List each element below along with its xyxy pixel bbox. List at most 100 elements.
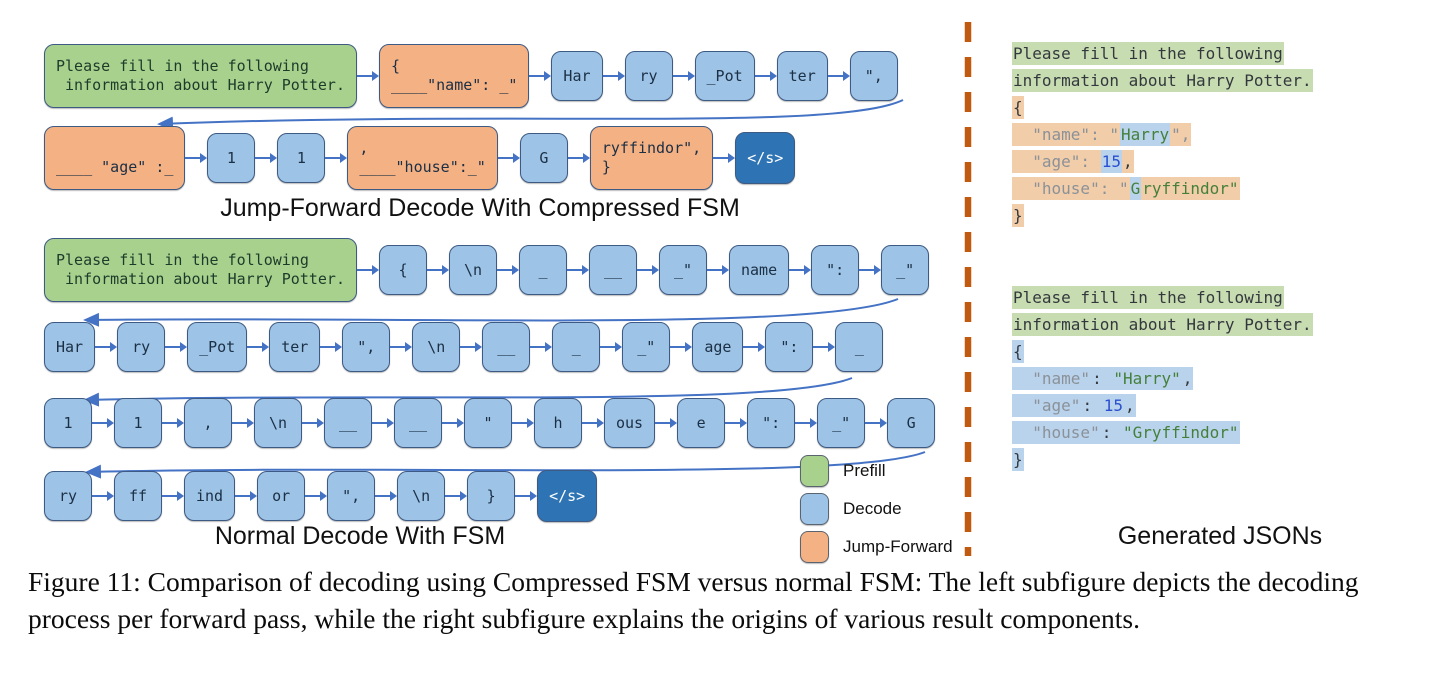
arrow-icon [713,152,736,164]
arrow-icon [515,490,538,502]
token-box: _ [552,322,601,372]
legend-label: Jump-Forward [843,537,953,556]
arrow-icon [865,417,888,429]
right-caption: Generated JSONs [1117,522,1323,550]
json-segment: "Harry" [1112,367,1182,390]
token-box: _" [658,245,707,295]
json-segment: , [1123,394,1136,417]
json-segment: : [1091,367,1113,390]
json-segment: Harry [1119,123,1171,146]
json-segment: "name": " [1012,123,1120,146]
token-box: \n [448,245,497,295]
token-box: </s> [537,470,598,522]
token-box: ": [765,322,814,372]
json-line: { [1012,94,1313,121]
token-box: 1 [277,133,326,183]
arrow-icon [442,417,464,429]
token-box: </s> [735,132,796,184]
token-box: 1 [114,398,162,448]
token-box: _Pot [694,51,755,101]
arrow-icon [529,70,552,82]
figure-caption: Figure 11: Comparison of decoding using … [28,566,1359,634]
arrow-icon [754,70,777,82]
token-box: ind [184,471,236,521]
json-segment: G [1129,177,1142,200]
json-segment: { [1012,96,1024,119]
arrow-icon [356,264,379,276]
token-box: age [692,322,744,372]
token-box: _ [835,322,884,372]
arrow-icon [445,490,468,502]
legend-swatch [800,493,829,525]
arrow-icon [743,341,766,353]
token-box: , ____"house":_" [347,126,498,190]
arrow-icon [305,490,328,502]
arrow-icon [827,70,850,82]
arrow-icon [567,152,590,164]
json-line: Please fill in the following [1012,284,1313,311]
arrow-icon [95,341,118,353]
token-box: ry [117,322,166,372]
token-box: ry [44,471,92,521]
token-box: Har [44,322,96,372]
token-box: h [534,398,582,448]
token-box: __ [324,398,372,448]
json-line: information about Harry Potter. [1012,67,1313,94]
token-box: Please fill in the following information… [44,44,357,108]
arrow-icon [813,341,836,353]
json-line: "name": "Harry", [1012,365,1313,392]
token-box: ____ "age" :_ [44,126,186,190]
token-box: ", [327,471,376,521]
arrow-icon [706,264,729,276]
arrow-icon [426,264,449,276]
json-segment: "name" [1012,367,1092,390]
arrow-icon [162,417,184,429]
arrow-icon [582,417,604,429]
compressed-row-1: Please fill in the following information… [44,44,898,108]
json-line: } [1012,202,1313,229]
arrow-icon [390,341,413,353]
token-box: 1 [44,398,92,448]
token-box: ter [776,51,828,101]
json-line: "age": 15, [1012,148,1313,175]
arrow-icon [247,341,270,353]
token-box: _" [622,322,671,372]
json-line: { [1012,338,1313,365]
token-box: { ____"name": _" [378,44,530,108]
token-box: ff [114,471,162,521]
arrow-icon [320,341,343,353]
token-box: { [378,245,427,295]
token-box: G [887,398,936,448]
token-box: ": [811,245,860,295]
arrow-icon [162,490,184,502]
legend-item: Decode [800,493,953,525]
token-box: e [677,398,726,448]
arrow-icon [512,417,534,429]
token-box: name [728,245,790,295]
token-box: ", [849,51,898,101]
arrow-icon [602,70,625,82]
token-box: or [257,471,306,521]
token-box: ", [342,322,391,372]
json-segment: Please fill in the following [1012,286,1284,309]
token-box: \n [254,398,302,448]
arrow-icon [600,341,623,353]
token-box: _ [518,245,567,295]
legend-label: Prefill [843,461,886,480]
token-box: _Pot [187,322,248,372]
json-segment: "age": [1012,150,1101,173]
arrow-icon [92,417,114,429]
legend-label: Decode [843,499,902,518]
json-line: "house": "Gryffindor" [1012,419,1313,446]
legend-swatch [800,531,829,563]
json-segment: "age" [1012,394,1082,417]
arrow-icon [655,417,678,429]
arrow-icon [460,341,483,353]
token-box: __ [482,322,531,372]
json-line: "name": "Harry", [1012,121,1313,148]
json-line: information about Harry Potter. [1012,311,1313,338]
